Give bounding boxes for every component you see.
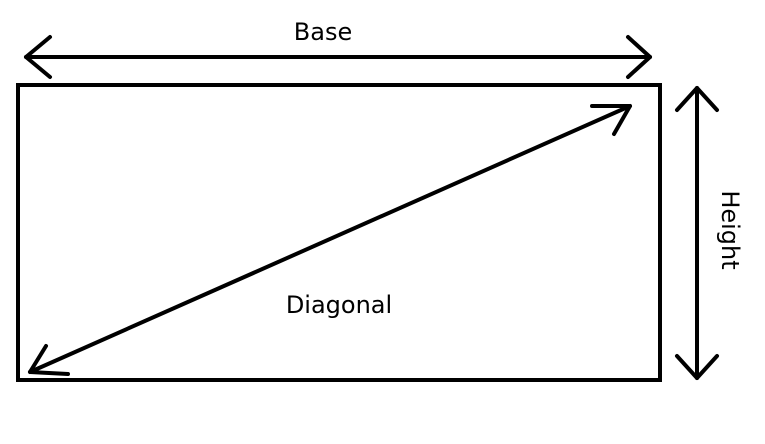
diagonal-arrow-shaft [28, 104, 632, 374]
diagonal-arrow-top-head [590, 104, 632, 136]
height-arrow [675, 86, 719, 380]
rectangle-outline [16, 83, 662, 382]
base-label: Base [294, 18, 352, 46]
base-arrow [24, 35, 652, 79]
height-arrow-bottom-head [675, 354, 719, 380]
height-label: Height [716, 190, 744, 269]
diagonal-label: Diagonal [286, 291, 392, 319]
base-arrow-left-head [24, 35, 52, 79]
height-arrow-top-head [675, 86, 719, 112]
diagonal-arrow [28, 104, 632, 376]
diagonal-arrow-bottom-head [28, 344, 70, 376]
base-arrow-right-head [626, 35, 652, 79]
